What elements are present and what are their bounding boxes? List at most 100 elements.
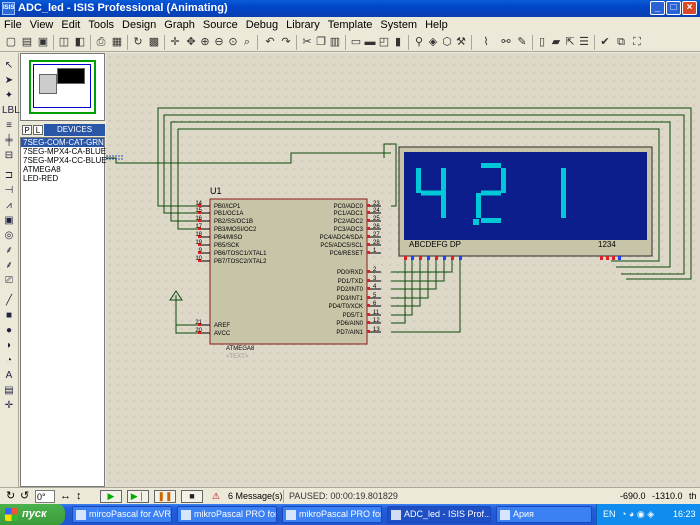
device-item[interactable]: ATMEGA8	[23, 165, 61, 174]
segment-pin[interactable]	[411, 256, 414, 260]
grid-icon[interactable]: ▩	[148, 36, 160, 48]
save-icon[interactable]: ▣	[37, 36, 49, 48]
taskbar-item[interactable]: mircoPascal for AVR ...	[72, 506, 172, 523]
warning-icon[interactable]: ⚠	[212, 491, 221, 501]
digit-select-pin[interactable]	[606, 256, 609, 260]
undo-icon[interactable]: ↶	[265, 36, 275, 48]
junction-dot-icon[interactable]: ✦	[4, 90, 14, 101]
wire[interactable]	[391, 256, 437, 290]
search-tag-icon[interactable]: ⚯	[501, 36, 511, 48]
wire[interactable]	[391, 256, 413, 316]
cut-icon[interactable]: ✂	[302, 36, 312, 48]
menu-system[interactable]: System	[380, 19, 418, 31]
zoom-in-icon[interactable]: ⊕	[200, 36, 210, 48]
pause-button[interactable]: ❚❚	[154, 490, 176, 503]
subcircuit-icon[interactable]: ⊟	[4, 150, 14, 161]
tray-icons[interactable]: ◔ ◕ ◉ ◈	[621, 509, 655, 519]
paste-icon[interactable]: ▥	[329, 36, 341, 48]
device-item[interactable]: 7SEG-MPX4-CC-BLUE	[23, 156, 107, 165]
wire-autorouter-icon[interactable]: ⌇	[483, 36, 489, 48]
netlist-icon[interactable]: ⧉	[617, 36, 625, 48]
circle-icon[interactable]: ●	[5, 325, 13, 336]
power-terminal-icon[interactable]	[169, 290, 183, 301]
taskbar-item-active[interactable]: ADC_led - ISIS Prof...	[387, 506, 491, 523]
library-manager-button[interactable]: L	[33, 125, 43, 135]
terminals-icon[interactable]: ⊐	[4, 170, 14, 181]
new-sheet-icon[interactable]: ▯	[538, 36, 546, 48]
pick-devices-button[interactable]: P	[22, 125, 32, 135]
minimize-icon[interactable]: _	[650, 1, 665, 15]
device-pins-icon[interactable]: ⊣	[4, 185, 14, 196]
exit-to-parent-icon[interactable]: ⇱	[565, 36, 575, 48]
symbol-icon[interactable]: ▤	[4, 385, 14, 396]
wire[interactable]	[170, 121, 671, 268]
atmega8-body[interactable]	[209, 198, 368, 345]
mirror-x-icon[interactable]: ↔	[60, 490, 71, 502]
new-file-icon[interactable]: ▢	[5, 36, 17, 48]
menu-debug[interactable]: Debug	[245, 19, 279, 31]
electrical-check-icon[interactable]: ✔	[600, 36, 610, 48]
wire-label-marker[interactable]	[106, 155, 124, 160]
decompose-icon[interactable]: ⬡	[442, 36, 452, 48]
taskbar-item[interactable]: mikroPascal PRO for ...	[177, 506, 277, 523]
digit-select-pin[interactable]	[618, 256, 621, 260]
text-icon[interactable]: A	[5, 370, 13, 381]
copy-icon[interactable]: ❐	[316, 36, 326, 48]
taskbar-item[interactable]: Ария	[496, 506, 592, 523]
block-rotate-icon[interactable]: ◰	[378, 36, 390, 48]
digit-select-pin[interactable]	[612, 256, 615, 260]
wire[interactable]	[391, 256, 429, 299]
rotate-ccw-icon[interactable]: ↺	[20, 490, 30, 502]
print-area-icon[interactable]: ▦	[111, 36, 123, 48]
block-move-icon[interactable]: ▬	[364, 36, 376, 48]
ares-icon[interactable]: ⛶	[633, 36, 641, 48]
marker-icon[interactable]: ✛	[4, 400, 14, 411]
tape-recorder-icon[interactable]: ▣	[4, 215, 14, 226]
menu-template[interactable]: Template	[327, 19, 373, 31]
rotate-icon[interactable]: ↻	[6, 490, 16, 502]
virtual-instruments-icon[interactable]: ⎚	[5, 275, 13, 286]
generator-icon[interactable]: ◎	[4, 230, 14, 241]
zoom-out-icon[interactable]: ⊖	[214, 36, 224, 48]
close-icon[interactable]: ×	[682, 1, 697, 15]
wire[interactable]	[391, 256, 421, 307]
wire-label-icon[interactable]: LBL	[2, 105, 20, 116]
stop-button[interactable]: ■	[181, 490, 203, 503]
wire[interactable]	[391, 256, 445, 282]
property-assignment-icon[interactable]: ✎	[517, 36, 527, 48]
menu-view[interactable]: View	[29, 19, 54, 31]
menu-edit[interactable]: Edit	[61, 19, 81, 31]
import-icon[interactable]: ◫	[58, 36, 70, 48]
block-delete-icon[interactable]: ▮	[394, 36, 402, 48]
digit-select-pin[interactable]	[600, 256, 603, 260]
wire[interactable]	[383, 143, 397, 207]
wire[interactable]	[391, 256, 453, 273]
zoom-area-icon[interactable]: ⌕	[243, 36, 251, 48]
start-button[interactable]: пуск	[0, 504, 65, 525]
segment-pin[interactable]	[435, 256, 438, 260]
packaging-tool-icon[interactable]: ⚒	[456, 36, 466, 48]
current-probe-icon[interactable]: ⸙	[5, 260, 13, 271]
zoom-all-icon[interactable]: ⊙	[228, 36, 238, 48]
menu-help[interactable]: Help	[425, 19, 448, 31]
wire[interactable]	[391, 256, 461, 333]
device-item[interactable]: 7SEG-MPX4-CA-BLUE	[23, 147, 107, 156]
mirror-y-icon[interactable]: ↕	[76, 490, 82, 502]
wire[interactable]	[391, 256, 406, 324]
taskbar-item[interactable]: mikroPascal PRO for ...	[282, 506, 382, 523]
segment-pin[interactable]	[404, 256, 407, 260]
pan-icon[interactable]: ✥	[186, 36, 196, 48]
wire[interactable]	[157, 107, 692, 280]
maximize-icon[interactable]: □	[666, 1, 681, 15]
remove-sheet-icon[interactable]: ▰	[551, 36, 561, 48]
device-item[interactable]: 7SEG-COM-CAT-GRN	[21, 138, 104, 147]
segment-pin[interactable]	[459, 256, 462, 260]
wire[interactable]	[106, 152, 391, 164]
device-item[interactable]: LED-RED	[23, 174, 59, 183]
menu-library[interactable]: Library	[286, 19, 320, 31]
step-button[interactable]: ▶❘	[127, 490, 149, 503]
language-indicator[interactable]: EN	[603, 509, 616, 519]
menu-design[interactable]: Design	[122, 19, 157, 31]
open-file-icon[interactable]: ▤	[21, 36, 33, 48]
